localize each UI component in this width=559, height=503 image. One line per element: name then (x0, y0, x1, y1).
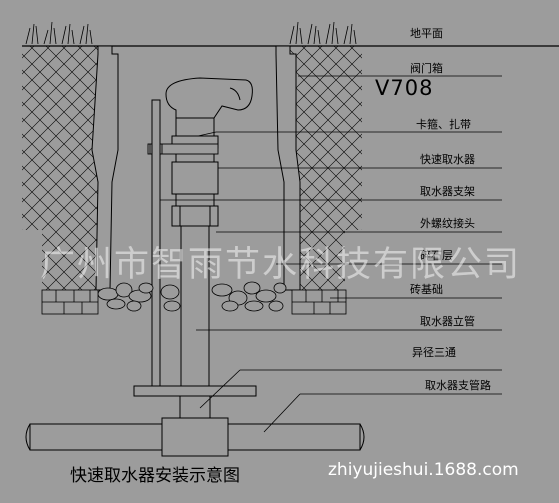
diagram-caption: 快速取水器安装示意图 (70, 466, 240, 486)
label-gravel-layer: 碎石层 (420, 249, 453, 262)
leader-lines (160, 75, 502, 433)
label-ground-surface: 地平面 (410, 27, 443, 40)
grass-right (289, 21, 357, 45)
company-watermark: 广州市智雨节水科技有限公司 (40, 245, 522, 285)
label-brick-foundation: 砖基础 (410, 283, 443, 296)
label-male-adapter: 外螺纹接头 (420, 217, 475, 230)
soil-left (22, 46, 98, 290)
label-coupler-riser: 取水器立管 (420, 315, 475, 328)
label-clamp-tie: 卡箍、扎带 (416, 118, 471, 131)
label-quick-coupler: 快速取水器 (420, 153, 475, 166)
base-plate (133, 385, 257, 397)
brick-left (41, 289, 99, 315)
lateral-pipe (25, 423, 365, 451)
label-coupler-bracket: 取水器支架 (420, 185, 475, 198)
label-reducing-tee: 异径三通 (412, 346, 456, 359)
reducing-tee (161, 395, 229, 457)
label-lateral-pipe: 取水器支管路 (425, 379, 491, 392)
grass-left (25, 21, 93, 45)
site-watermark: zhiyujieshui.1688.com (328, 460, 519, 480)
gravel-layer (97, 281, 287, 312)
brick-right (291, 289, 347, 315)
label-valve-box: 阀门箱 (410, 62, 443, 75)
model-number: V708 (375, 76, 434, 100)
